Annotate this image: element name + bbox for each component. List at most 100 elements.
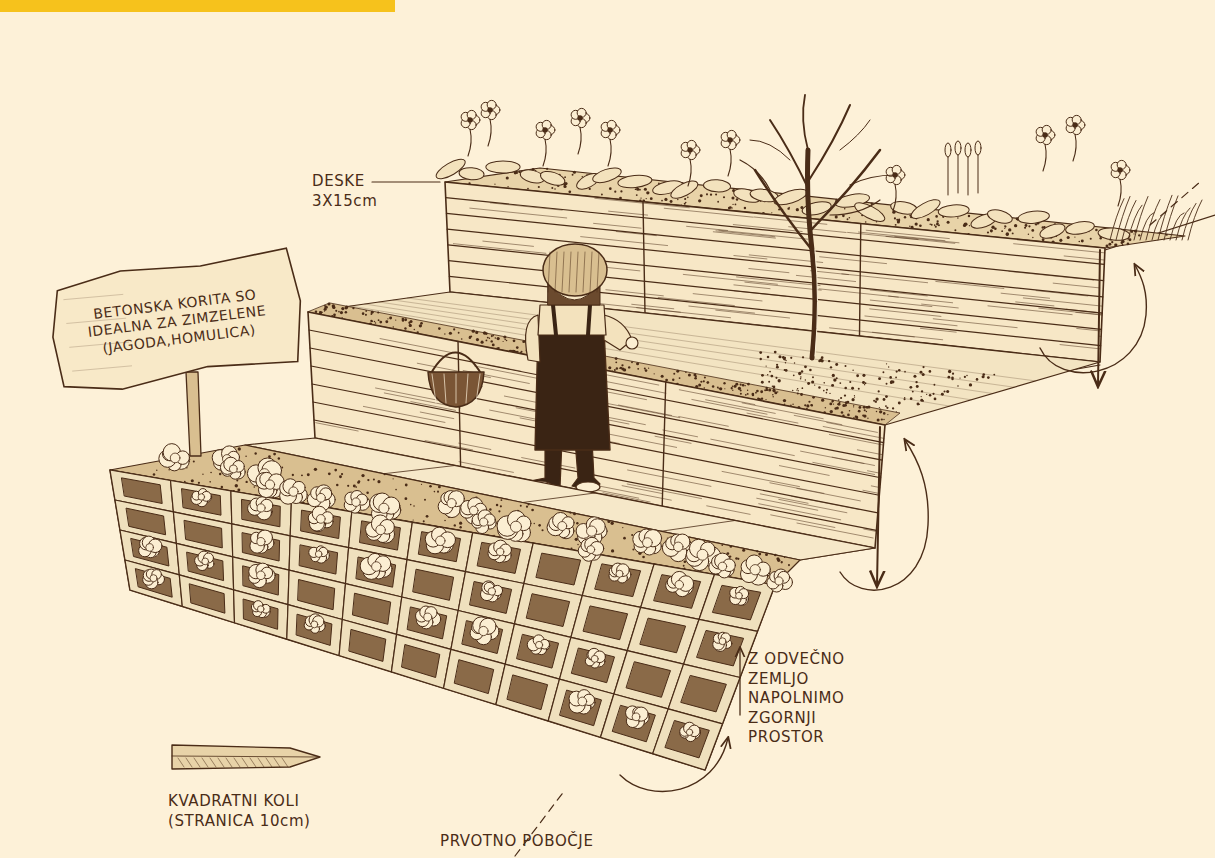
soil-dot — [966, 375, 967, 376]
soil-dot — [788, 564, 790, 566]
bush-core — [257, 538, 265, 546]
bush — [309, 546, 330, 563]
wood-grain — [870, 290, 927, 296]
soil-dot — [812, 376, 814, 378]
soil-dot — [637, 368, 639, 370]
soil-dot — [292, 474, 294, 476]
soil-dot — [768, 388, 771, 391]
bush — [416, 606, 441, 629]
wood-grain — [1039, 308, 1102, 315]
wood-grain — [692, 399, 767, 414]
wood-grain — [628, 470, 711, 486]
block-hollow — [583, 606, 627, 640]
bush — [609, 563, 631, 583]
soil-dot — [821, 356, 824, 359]
wood-grain — [771, 515, 835, 528]
soil-dot — [707, 381, 709, 383]
soil-dot — [735, 557, 738, 560]
soil-dot — [245, 455, 247, 457]
leaf — [617, 174, 652, 189]
wood-grain — [687, 226, 728, 230]
soil-dot — [489, 338, 490, 339]
flower — [681, 140, 700, 186]
wood-grain — [679, 417, 729, 427]
soil-dot — [742, 384, 744, 386]
block-hollow — [419, 532, 461, 562]
flower-center — [1072, 122, 1077, 127]
soil-dot — [661, 375, 664, 378]
bush-core — [257, 606, 264, 613]
wood-grain — [829, 434, 883, 445]
soil-dot — [856, 374, 859, 377]
soil-dot — [878, 377, 881, 380]
soil-dot — [847, 218, 849, 220]
soil-dot — [498, 510, 500, 512]
soil-dot — [855, 416, 857, 418]
soil-dot — [622, 527, 623, 528]
soil-dot — [892, 407, 894, 409]
block-hollow — [560, 690, 602, 726]
soil-dot — [800, 393, 803, 396]
concrete-block — [125, 560, 182, 606]
soil-dot — [784, 557, 785, 558]
bush-core — [675, 580, 684, 589]
soil-dot — [858, 406, 861, 409]
soil-dot — [876, 411, 878, 413]
soil-dot — [402, 318, 405, 321]
wood-grain — [779, 466, 829, 476]
wood-grain — [380, 339, 451, 353]
soil-dot — [801, 370, 803, 372]
soil-dot — [1081, 240, 1084, 243]
soil-dot — [944, 390, 946, 392]
soil-dot — [424, 499, 426, 501]
soil-dot — [506, 340, 507, 341]
soil-dot — [706, 193, 708, 195]
soil-dot — [221, 486, 223, 488]
soil-dot — [853, 405, 854, 406]
square-stake — [172, 745, 320, 769]
soil-dot — [728, 207, 731, 210]
soil-dot — [379, 321, 382, 324]
bush — [767, 569, 793, 592]
leaf — [909, 196, 943, 222]
soil-dot — [341, 307, 344, 310]
sign-post — [186, 372, 201, 456]
basket-weave — [466, 374, 468, 403]
bush — [366, 515, 395, 543]
block-hollow — [187, 552, 224, 580]
bush-core — [436, 536, 445, 545]
soil-dot — [920, 371, 923, 374]
soil-dot — [821, 399, 824, 402]
wood-grain — [707, 506, 750, 515]
wood-grain — [827, 422, 878, 432]
soil-dot — [453, 328, 455, 330]
soil-dot — [867, 418, 868, 419]
bush-core — [616, 570, 623, 577]
note-arrow — [739, 648, 740, 715]
flower-stem — [543, 139, 546, 166]
wood-grain — [627, 484, 701, 499]
wood-grain — [734, 285, 770, 289]
block-hollow — [681, 676, 726, 712]
soil-dot — [504, 339, 506, 341]
soil-dot — [802, 387, 804, 389]
wood-grain — [609, 211, 648, 215]
leaf — [1038, 221, 1067, 241]
soil-dot — [1078, 241, 1080, 243]
soil-dot — [831, 400, 834, 403]
bush-core — [750, 565, 760, 575]
soil-dot — [959, 377, 960, 378]
soil-dot — [968, 215, 970, 217]
wood-grain — [770, 483, 824, 494]
soil-dot — [202, 474, 203, 475]
soil-dot — [209, 481, 211, 483]
bush-lobe — [617, 564, 630, 577]
soil-dot — [1008, 228, 1011, 231]
soil-dot — [345, 311, 348, 314]
wood-grain — [1014, 244, 1105, 253]
concrete-block — [179, 575, 234, 623]
soil-dot — [898, 218, 900, 220]
soil-dot — [516, 172, 518, 174]
block-hollow — [665, 721, 709, 758]
